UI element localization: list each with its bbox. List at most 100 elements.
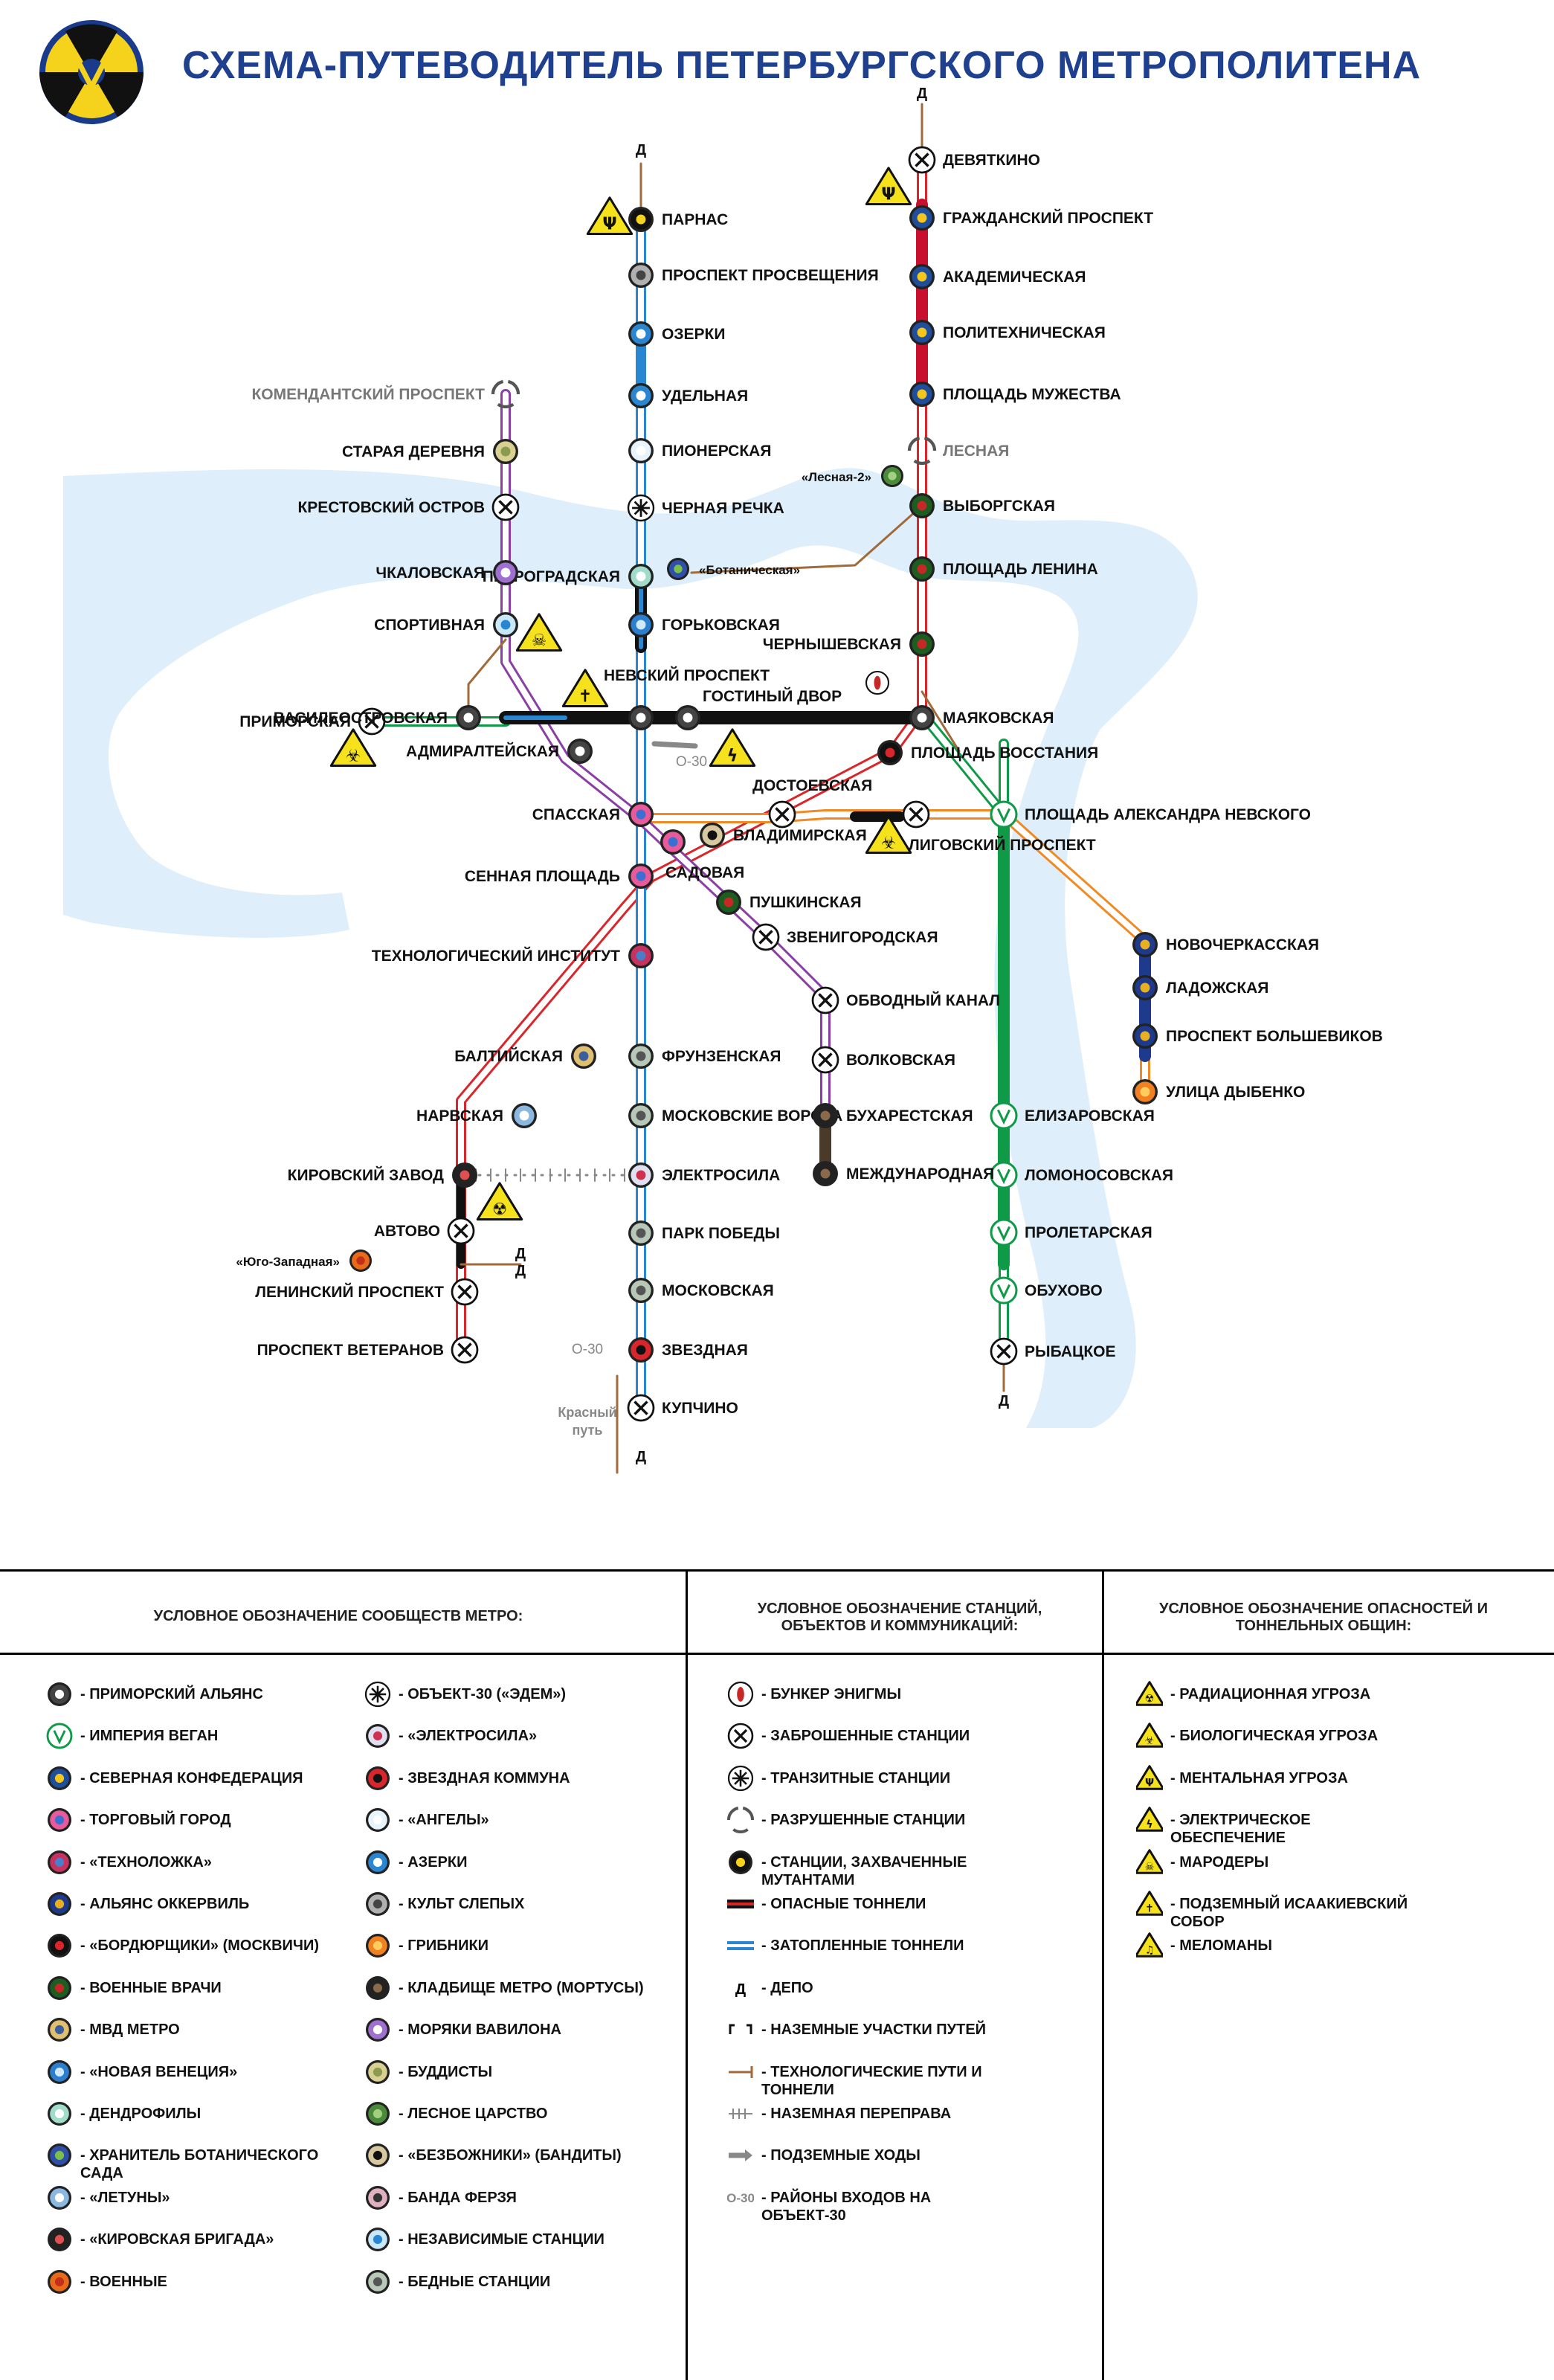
station-derevnya[interactable]: СТАРАЯ ДЕРЕВНЯ <box>342 439 518 464</box>
station-botanicheskaya[interactable]: «Ботаническая» <box>667 558 800 580</box>
station-nevskogo[interactable]: ПЛОЩАДЬ АЛЕКСАНДРА НЕВСКОГО <box>990 800 1311 829</box>
legend-item-abandoned: - ЗАБРОШЕННЫЕ СТАНЦИИ <box>727 1723 970 1749</box>
station-devyatkino-icon <box>908 146 936 174</box>
station-politeh-icon <box>909 320 935 345</box>
station-label: ВОЛКОВСКАЯ <box>846 1052 955 1069</box>
legend-item-label: - ПОДЗЕМНЫЕ ХОДЫ <box>761 2147 921 2164</box>
station-buharestskaya[interactable]: БУХАРЕСТСКАЯ <box>813 1103 973 1128</box>
station-devyatkino[interactable]: ДЕВЯТКИНО <box>908 146 1040 174</box>
station-label: ГОРЬКОВСКАЯ <box>662 617 780 634</box>
station-bolshevikov[interactable]: ПРОСПЕКТ БОЛЬШЕВИКОВ <box>1132 1023 1383 1049</box>
station-nevsky[interactable]: НЕВСКИЙ ПРОСПЕКТ <box>604 666 770 730</box>
station-chernyshevskaya[interactable]: ЧЕРНЫШЕВСКАЯ <box>763 631 935 657</box>
mvd-icon <box>48 2018 71 2042</box>
station-akademicheskaya[interactable]: АКАДЕМИЧЕСКАЯ <box>909 264 1086 289</box>
svg-text:♫: ♫ <box>1145 1945 1155 1957</box>
station-admiralteyskaya[interactable]: АДМИРАЛТЕЙСКАЯ <box>406 739 593 764</box>
station-sportivnaya[interactable]: СПОРТИВНАЯ <box>374 612 518 637</box>
station-ozerki[interactable]: ОЗЕРКИ <box>628 321 725 347</box>
station-tehnoinstitut[interactable]: ТЕХНОЛОГИЧЕСКИЙ ИНСТИТУТ <box>372 943 654 968</box>
station-volkovskaya[interactable]: ВОЛКОВСКАЯ <box>811 1046 955 1074</box>
station-lomonosovskaya[interactable]: ЛОМОНОСОВСКАЯ <box>990 1161 1173 1189</box>
station-vladimirskaya[interactable]: ВЛАДИМИРСКАЯ <box>700 823 867 848</box>
legend-item-angels: - «АНГЕЛЫ» <box>364 1807 489 1833</box>
station-proletarskaya[interactable]: ПРОЛЕТАРСКАЯ <box>990 1218 1152 1247</box>
legend-item-label: - ТОРГОВЫЙ ГОРОД <box>80 1812 231 1829</box>
legend-item-technolozhka: - «ТЕХНОЛОЖКА» <box>46 1849 212 1876</box>
station-rybatskoe[interactable]: РЫБАЦКОЕ <box>990 1337 1116 1366</box>
station-frunzenskaya[interactable]: ФРУНЗЕНСКАЯ <box>628 1043 781 1069</box>
station-vyborgskaya[interactable]: ВЫБОРГСКАЯ <box>909 493 1055 518</box>
station-vosstaniya[interactable]: ПЛОЩАДЬ ВОССТАНИЯ <box>877 740 1098 765</box>
station-moskvorota[interactable]: МОСКОВСКИЕ ВОРОТА <box>628 1103 842 1128</box>
station-baltiyskaya[interactable]: БАЛТИЙСКАЯ <box>454 1043 596 1069</box>
legend-item-destroyed: - РАЗРУШЕННЫЕ СТАНЦИИ <box>727 1807 965 1834</box>
station-obvodny[interactable]: ОБВОДНЫЙ КАНАЛ <box>811 986 1000 1014</box>
station-lesnaya[interactable]: ЛЕСНАЯ <box>907 436 1009 466</box>
station-buharestskaya-icon <box>813 1103 838 1128</box>
station-lesnaya2[interactable]: «Лесная-2» <box>802 465 903 487</box>
legend-item-vegan: - ИМПЕРИЯ ВЕГАН <box>46 1723 218 1749</box>
station-ladozhskaya[interactable]: ЛАДОЖСКАЯ <box>1132 975 1268 1000</box>
station-narvskaya-icon <box>512 1103 537 1128</box>
station-zvezdnaya[interactable]: ЗВЕЗДНАЯ <box>628 1337 748 1363</box>
legend-item-transit: - ОБЪЕКТ-30 («ЭДЕМ») <box>364 1681 566 1708</box>
station-moskovskaya[interactable]: МОСКОВСКАЯ <box>628 1278 774 1303</box>
station-vasileostrovskaya[interactable]: ВАСИЛЕОСТРОВСКАЯ <box>274 705 481 730</box>
station-primorskaya[interactable]: ПРИМОРСКАЯ <box>239 707 386 736</box>
station-prosvescheniya[interactable]: ПРОСПЕКТ ПРОСВЕЩЕНИЯ <box>628 263 879 288</box>
legend-item-label: - КЛАДБИЩЕ МЕТРО (МОРТУСЫ) <box>399 1979 644 1996</box>
babylon-icon <box>366 2018 390 2042</box>
station-rybatskoe-icon <box>990 1337 1018 1366</box>
station-gostiny[interactable]: ГОСТИНЫЙ ДВОР <box>675 687 842 730</box>
station-dostoevskaya[interactable]: ДОСТОЕВСКАЯ <box>752 777 872 829</box>
station-mayakovskaya[interactable]: МАЯКОВСКАЯ <box>909 705 1054 730</box>
station-pionerskaya[interactable]: ПИОНЕРСКАЯ <box>628 438 771 463</box>
station-spasskaya[interactable]: СПАССКАЯ <box>532 802 654 827</box>
station-parnas[interactable]: ПАРНАС <box>628 207 728 232</box>
station-muzhestva[interactable]: ПЛОЩАДЬ МУЖЕСТВА <box>909 382 1121 407</box>
station-pobedy[interactable]: ПАРК ПОБЕДЫ <box>628 1220 780 1246</box>
station-yugozapadnaya[interactable]: «Юго-Западная» <box>236 1250 372 1272</box>
legend-item-label: - СТАНЦИИ, ЗАХВАЧЕННЫЕ МУТАНТАМИ <box>761 1853 967 1888</box>
station-label: САДОВАЯ <box>665 864 744 881</box>
station-ligovsky[interactable]: ЛИГОВСКИЙ ПРОСПЕКТ <box>902 800 1096 854</box>
station-label: МАЯКОВСКАЯ <box>943 710 1054 727</box>
letuny-icon <box>48 2185 71 2210</box>
station-grazhdansky[interactable]: ГРАЖДАНСКИЙ ПРОСПЕКТ <box>909 205 1153 231</box>
station-novocherkasskaya[interactable]: НОВОЧЕРКАССКАЯ <box>1132 932 1319 957</box>
station-kirovsky[interactable]: КИРОВСКИЙ ЗАВОД <box>288 1162 477 1188</box>
legend-item-marauders: ☠- МАРОДЕРЫ <box>1136 1848 1268 1876</box>
station-sadovaya[interactable]: САДОВАЯ <box>660 829 744 881</box>
station-gorkovskaya[interactable]: ГОРЬКОВСКАЯ <box>628 612 780 637</box>
station-chernaya[interactable]: ЧЕРНАЯ РЕЧКА <box>627 494 784 522</box>
station-sennaya[interactable]: СЕННАЯ ПЛОЩАДЬ <box>465 863 654 889</box>
station-dybenko[interactable]: УЛИЦА ДЫБЕНКО <box>1132 1079 1305 1104</box>
station-leninsky[interactable]: ЛЕНИНСКИЙ ПРОСПЕКТ <box>255 1278 479 1306</box>
enigma-bunker-icon <box>865 670 890 695</box>
station-obuhovo[interactable]: ОБУХОВО <box>990 1276 1103 1305</box>
station-kupchino[interactable]: КУПЧИНО <box>627 1394 738 1422</box>
station-komendantsky[interactable]: КОМЕНДАНТСКИЙ ПРОСПЕКТ <box>251 379 520 409</box>
station-label: НАРВСКАЯ <box>416 1107 503 1125</box>
station-label: ГОСТИНЫЙ ДВОР <box>703 687 842 705</box>
legend-item-label: - ДЕНДРОФИЛЫ <box>80 2106 201 2122</box>
station-lenina[interactable]: ПЛОЩАДЬ ЛЕНИНА <box>909 556 1098 582</box>
station-politeh[interactable]: ПОЛИТЕХНИЧЕСКАЯ <box>909 320 1106 345</box>
station-pushkinskaya[interactable]: ПУШКИНСКАЯ <box>716 890 862 915</box>
station-narvskaya[interactable]: НАРВСКАЯ <box>416 1103 537 1128</box>
station-krestovsky-icon <box>491 493 520 521</box>
station-krestovsky[interactable]: КРЕСТОВСКИЙ ОСТРОВ <box>297 493 520 521</box>
station-label: ОЗЕРКИ <box>662 326 725 343</box>
station-chkalovskaya[interactable]: ЧКАЛОВСКАЯ <box>375 560 518 585</box>
station-kirovsky-icon <box>452 1162 477 1188</box>
station-elektrosila[interactable]: ЭЛЕКТРОСИЛА <box>628 1162 780 1188</box>
station-udelnaya[interactable]: УДЕЛЬНАЯ <box>628 383 748 408</box>
station-elizarovskaya[interactable]: ЕЛИЗАРОВСКАЯ <box>990 1101 1155 1130</box>
station-avtovo[interactable]: АВТОВО <box>374 1217 475 1245</box>
station-petrogradskaya[interactable]: ПЕТРОГРАДСКАЯ <box>483 564 654 589</box>
botanic-keeper-icon <box>48 2143 71 2168</box>
station-veteranov[interactable]: ПРОСПЕКТ ВЕТЕРАНОВ <box>257 1336 479 1364</box>
station-mezhdunarodnaya[interactable]: МЕЖДУНАРОДНАЯ <box>813 1161 994 1186</box>
station-zvenigorodskaya[interactable]: ЗВЕНИГОРОДСКАЯ <box>752 923 938 951</box>
